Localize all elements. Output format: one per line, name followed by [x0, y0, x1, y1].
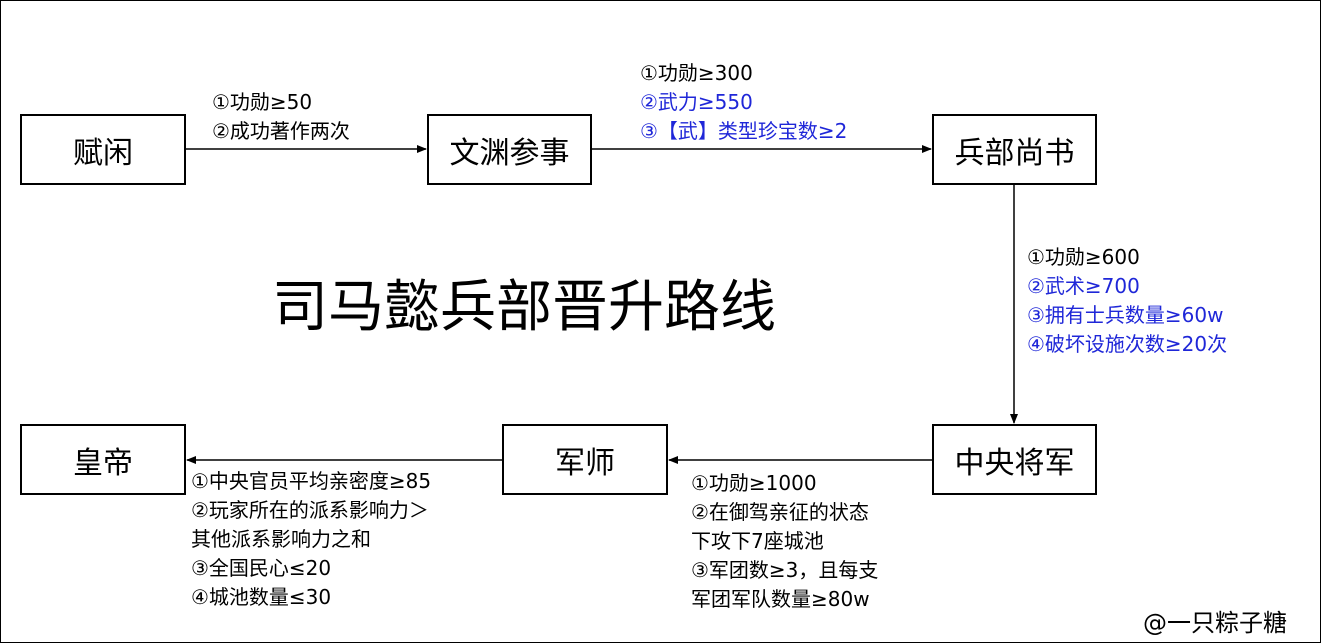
condition-line: ①功勋≥300	[640, 61, 753, 85]
node-bingbu: 兵部尚书	[932, 114, 1097, 185]
condition-line: ①中央官员平均亲密度≥85	[191, 469, 432, 493]
condition-line: ②在御驾亲征的状态	[691, 500, 869, 524]
condition-line: ③军团数≥3，且每支	[691, 558, 879, 582]
condition-line: ①功勋≥600	[1027, 245, 1140, 269]
conditions-wenyuan-to-bingbu: ①功勋≥300 ②武力≥550 ③【武】类型珍宝数≥2	[640, 59, 847, 146]
condition-line: ②玩家所在的派系影响力＞	[191, 498, 429, 522]
node-fuxian: 赋闲	[20, 114, 186, 185]
condition-line: ②武力≥550	[640, 90, 753, 114]
conditions-zhongyang-to-junshi: ①功勋≥1000 ②在御驾亲征的状态 下攻下7座城池 ③军团数≥3，且每支 军团…	[691, 469, 878, 614]
condition-line: ②成功著作两次	[212, 119, 350, 143]
conditions-bingbu-to-zhongyang: ①功勋≥600 ②武术≥700 ③拥有士兵数量≥60w ④破坏设施次数≥20次	[1027, 243, 1227, 359]
condition-line: ①功勋≥1000	[691, 471, 817, 495]
condition-line: ④城池数量≤30	[191, 585, 332, 609]
condition-line: ①功勋≥50	[212, 90, 313, 114]
condition-line: 下攻下7座城池	[691, 529, 824, 553]
node-huangdi: 皇帝	[20, 424, 186, 495]
condition-line: 其他派系影响力之和	[191, 527, 371, 551]
condition-line: ③【武】类型珍宝数≥2	[640, 119, 848, 143]
node-junshi: 军师	[502, 424, 668, 495]
condition-line: ②武术≥700	[1027, 274, 1140, 298]
condition-line: 军团军队数量≥80w	[691, 587, 870, 611]
conditions-junshi-to-huangdi: ①中央官员平均亲密度≥85 ②玩家所在的派系影响力＞ 其他派系影响力之和 ③全国…	[191, 467, 431, 612]
condition-line: ③拥有士兵数量≥60w	[1027, 303, 1224, 327]
condition-line: ③全国民心≤20	[191, 556, 332, 580]
node-zhongyang: 中央将军	[932, 424, 1097, 495]
author-watermark: @一只粽子糖	[1143, 609, 1287, 637]
node-wenyuan: 文渊参事	[427, 114, 592, 185]
diagram-title: 司马懿兵部晋升路线	[272, 275, 776, 340]
condition-line: ④破坏设施次数≥20次	[1027, 332, 1228, 356]
conditions-fuxian-to-wenyuan: ①功勋≥50 ②成功著作两次	[212, 88, 350, 146]
